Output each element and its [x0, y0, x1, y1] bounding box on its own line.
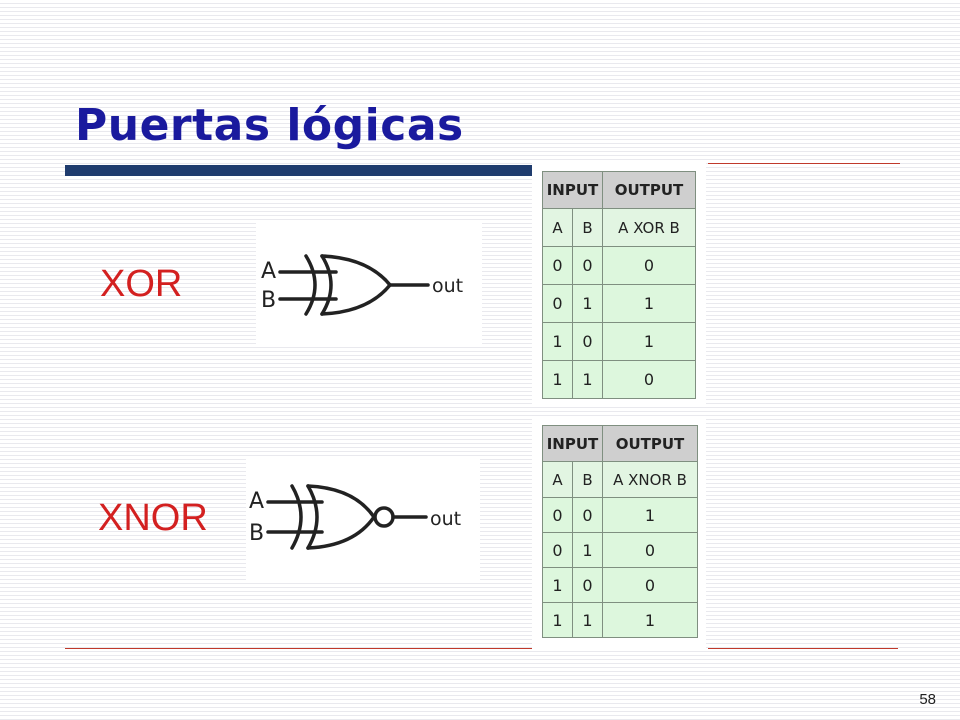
xnor-cell: 1 [602, 497, 698, 533]
xnor-cell: 1 [572, 602, 603, 638]
title-underline-bar [65, 165, 535, 176]
xor-cell: 1 [572, 284, 603, 323]
xor-col-b: B [572, 208, 603, 247]
xnor-truth-table-panel: INPUT OUTPUT A B A XNOR B 0 0 1 0 1 0 1 … [532, 417, 706, 649]
xor-cell: 0 [602, 360, 696, 399]
xnor-output-label: out [430, 508, 461, 530]
page-number: 58 [919, 691, 936, 708]
xnor-output-header: OUTPUT [602, 425, 698, 462]
bottom-rule-left [65, 648, 535, 649]
xnor-cell: 0 [572, 567, 603, 603]
xnor-cell: 0 [572, 497, 603, 533]
xor-input-b: B [261, 288, 276, 313]
xor-cell: 0 [572, 246, 603, 285]
xor-cell: 0 [572, 322, 603, 361]
xnor-cell: 1 [542, 567, 573, 603]
xor-col-out: A XOR B [602, 208, 696, 247]
xnor-cell: 1 [572, 532, 603, 568]
xor-input-header: INPUT [542, 171, 603, 209]
xnor-cell: 0 [602, 567, 698, 603]
xor-truth-table-panel: INPUT OUTPUT A B A XOR B 0 0 0 0 1 1 1 0… [532, 163, 706, 407]
xnor-col-out: A XNOR B [602, 461, 698, 498]
bottom-rule-right [708, 648, 898, 649]
top-right-rule [708, 163, 900, 164]
xor-cell: 1 [542, 322, 573, 361]
xnor-cell: 1 [602, 602, 698, 638]
slide-title: Puertas lógicas [75, 100, 464, 151]
xor-cell: 1 [542, 360, 573, 399]
xor-input-a: A [261, 259, 276, 284]
xor-cell: 1 [602, 322, 696, 361]
xor-output-label: out [432, 275, 463, 297]
xnor-label: XNOR [98, 497, 208, 539]
xnor-cell: 0 [602, 532, 698, 568]
xnor-gate-diagram: A B out [246, 458, 480, 582]
xor-label: XOR [100, 263, 183, 305]
xnor-input-header: INPUT [542, 425, 603, 462]
xnor-cell: 0 [542, 497, 573, 533]
xor-col-a: A [542, 208, 573, 247]
xnor-col-a: A [542, 461, 573, 498]
xnor-col-b: B [572, 461, 603, 498]
xor-cell: 0 [602, 246, 696, 285]
xnor-input-a: A [249, 489, 264, 514]
xnor-input-b: B [249, 521, 264, 546]
xor-output-header: OUTPUT [602, 171, 696, 209]
xnor-cell: 0 [542, 532, 573, 568]
xnor-cell: 1 [542, 602, 573, 638]
xnor-truth-table: INPUT OUTPUT A B A XNOR B 0 0 1 0 1 0 1 … [542, 425, 698, 638]
xor-cell: 1 [572, 360, 603, 399]
xor-truth-table: INPUT OUTPUT A B A XOR B 0 0 0 0 1 1 1 0… [542, 171, 696, 399]
xor-cell: 0 [542, 284, 573, 323]
xor-cell: 0 [542, 246, 573, 285]
xor-cell: 1 [602, 284, 696, 323]
xor-gate-diagram: A B out [256, 220, 482, 346]
